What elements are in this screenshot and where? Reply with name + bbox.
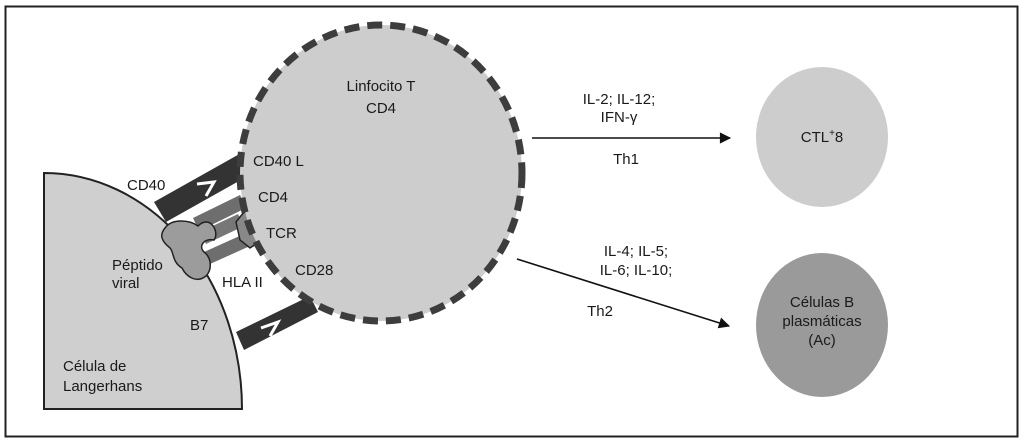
t-lymphocyte-cell [240,25,522,321]
th1-cytokines-line1: IL-2; IL-12; [583,91,656,108]
peptide-label-line2: viral [112,275,140,292]
ctl-label-sup: + [829,128,835,139]
th2-label: Th2 [587,303,613,320]
t-cell-label-line1: Linfocito T [347,78,416,95]
t-cell-label-line2: CD4 [366,100,396,117]
t-lymphocyte-membrane [236,21,526,325]
cd40-label: CD40 [127,177,165,194]
hla2-label: HLA II [222,274,263,291]
cd40l-label: CD40 L [253,153,304,170]
th2-cytokines-line1: IL-4; IL-5; [604,243,668,260]
langerhans-label-line1: Célula de [63,358,126,375]
ctl-cell [756,67,888,207]
tcr-label: TCR [266,225,297,242]
th1-label: Th1 [613,151,639,168]
cd28-label: CD28 [295,262,333,279]
th2-cytokines-line2: IL-6; IL-10; [600,262,673,279]
b-plasma-cell [756,253,888,397]
th1-cytokines-line2: IFN-γ [601,109,638,126]
th2-arrow [516,258,731,329]
ctl-label-main: CTL [801,129,829,146]
langerhans-label-line2: Langerhans [63,378,142,395]
b-cells-label-line2: plasmáticas [782,313,861,330]
b7-cd28-receptor [236,296,318,350]
peptide-label-line1: Péptido [112,257,163,274]
ctl-label: CTL+8 [801,128,844,146]
cd40-cd40l-receptor [154,152,255,222]
b-cells-label-line3: (Ac) [808,332,836,349]
ctl-label-tail: 8 [835,129,843,146]
b-cells-label-line1: Células B [790,294,854,311]
viral-peptide [160,220,217,280]
cd4-label: CD4 [258,189,288,206]
b7-label: B7 [190,317,208,334]
figure-frame [4,5,1019,438]
